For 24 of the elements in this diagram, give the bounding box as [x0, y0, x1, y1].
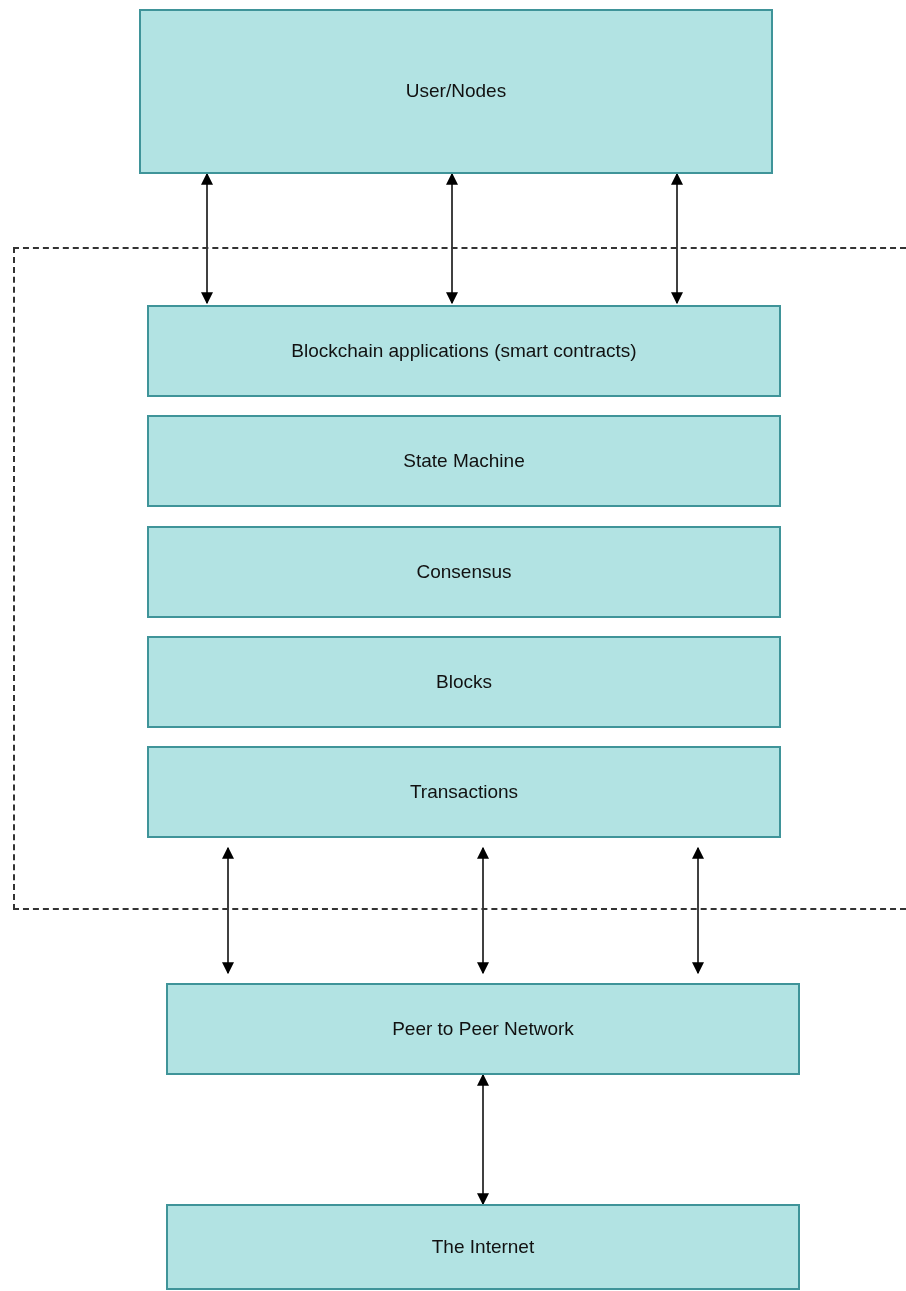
double-arrow: [446, 172, 458, 305]
double-arrow: [692, 846, 704, 975]
dashed-boundary: [13, 247, 906, 910]
double-arrow: [477, 846, 489, 975]
layer-label: Consensus: [416, 559, 512, 584]
double-arrow: [671, 172, 683, 305]
layer-box: [166, 1204, 800, 1290]
layer-label: State Machine: [403, 448, 525, 473]
layer-box: [147, 305, 781, 397]
layer-label: Blocks: [436, 669, 492, 694]
layer-box: [147, 636, 781, 728]
double-arrow: [477, 1073, 489, 1206]
layer-box: [166, 983, 800, 1075]
layer-label: Peer to Peer Network: [392, 1016, 574, 1041]
layer-label: The Internet: [431, 1234, 535, 1259]
layer-label: Transactions: [409, 779, 519, 804]
layer-box: [139, 9, 773, 174]
layer-box: [147, 526, 781, 618]
layer-box: [147, 746, 781, 838]
double-arrow: [201, 172, 213, 305]
double-arrow: [222, 846, 234, 975]
layer-box: [147, 415, 781, 507]
layer-label: Blockchain applications (smart contracts): [291, 338, 637, 363]
layer-label: User/Nodes: [405, 79, 507, 104]
